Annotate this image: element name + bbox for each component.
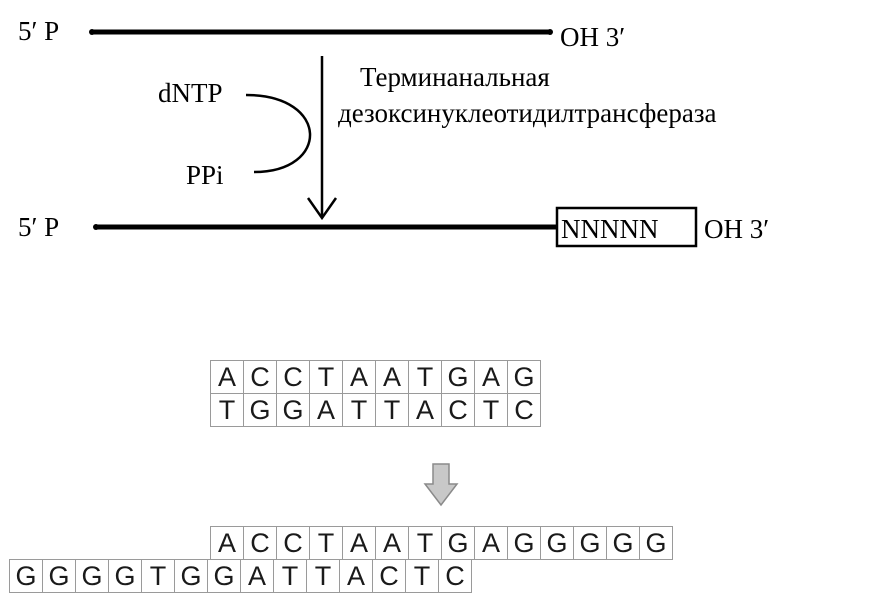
nucleotide-cell: T — [273, 559, 307, 593]
nucleotide-cell: C — [438, 559, 472, 593]
reaction-arrow-head — [306, 197, 338, 221]
nucleotide-cell: G — [276, 393, 310, 427]
ppi-label: PPi — [186, 160, 224, 190]
nucleotide-cell: A — [474, 526, 508, 560]
nucleotide-cell: A — [342, 526, 376, 560]
nucleotide-cell: T — [141, 559, 175, 593]
enzyme-name-line2: дезоксинуклеотидилтрансфераза — [338, 98, 717, 128]
bottom-strand-3oh-label: OH 3′ — [704, 214, 769, 244]
nucleotide-cell: G — [174, 559, 208, 593]
nucleotide-cell: G — [207, 559, 241, 593]
nucleotide-cell: A — [210, 360, 244, 394]
nucleotide-cell: G — [441, 360, 475, 394]
nucleotide-cell: A — [240, 559, 274, 593]
nucleotide-cell: G — [639, 526, 673, 560]
top-strand-3oh-label: OH 3′ — [560, 22, 625, 52]
nucleotide-cell: A — [309, 393, 343, 427]
nucleotide-cell: G — [606, 526, 640, 560]
nucleotide-cell: C — [441, 393, 475, 427]
nucleotide-cell: T — [375, 393, 409, 427]
nucleotide-cell: G — [243, 393, 277, 427]
nucleotide-cell: T — [309, 526, 343, 560]
tail-box — [555, 206, 698, 248]
nucleotide-cell: T — [309, 360, 343, 394]
nucleotide-cell: A — [210, 526, 244, 560]
nucleotide-cell: C — [243, 360, 277, 394]
reaction-scheme: 5′ P OH 3′ Терминанальная дезоксинуклеот… — [18, 16, 769, 248]
nucleotide-cell: A — [474, 360, 508, 394]
nucleotide-cell: C — [372, 559, 406, 593]
nucleotide-cell: G — [9, 559, 43, 593]
enzyme-name-line1: Терминанальная — [360, 62, 550, 92]
top-strand-oh-dot — [547, 29, 553, 35]
nucleotide-cell: T — [210, 393, 244, 427]
nucleotide-cell: T — [306, 559, 340, 593]
top-strand-5p-label: 5′ P — [18, 16, 59, 46]
down-arrow-icon — [423, 463, 459, 507]
nucleotide-cell: G — [42, 559, 76, 593]
nucleotide-cell: A — [342, 360, 376, 394]
nucleotide-cell: G — [507, 360, 541, 394]
nucleotide-cell: C — [276, 526, 310, 560]
nucleotide-cell: A — [408, 393, 442, 427]
nucleotide-cell: T — [342, 393, 376, 427]
nucleotide-cell: T — [405, 559, 439, 593]
nucleotide-cell: A — [339, 559, 373, 593]
nucleotide-cell: T — [408, 526, 442, 560]
nucleotide-cell: C — [276, 360, 310, 394]
nucleotide-cell: G — [540, 526, 574, 560]
nucleotide-cell: A — [375, 360, 409, 394]
bottom-strand-5p-label: 5′ P — [18, 212, 59, 242]
dntp-label: dNTP — [158, 78, 223, 108]
nucleotide-cell: T — [408, 360, 442, 394]
nucleotide-cell: G — [108, 559, 142, 593]
nucleotide-cell: C — [243, 526, 277, 560]
nucleotide-cell: G — [573, 526, 607, 560]
nucleotide-cell: A — [375, 526, 409, 560]
nucleotide-cell: G — [441, 526, 475, 560]
nucleotide-cell: G — [507, 526, 541, 560]
nucleotide-cell: T — [474, 393, 508, 427]
tail-label: NNNNN — [561, 214, 659, 244]
dntp-ppi-curve — [245, 93, 312, 174]
nucleotide-cell: C — [507, 393, 541, 427]
nucleotide-cell: G — [75, 559, 109, 593]
